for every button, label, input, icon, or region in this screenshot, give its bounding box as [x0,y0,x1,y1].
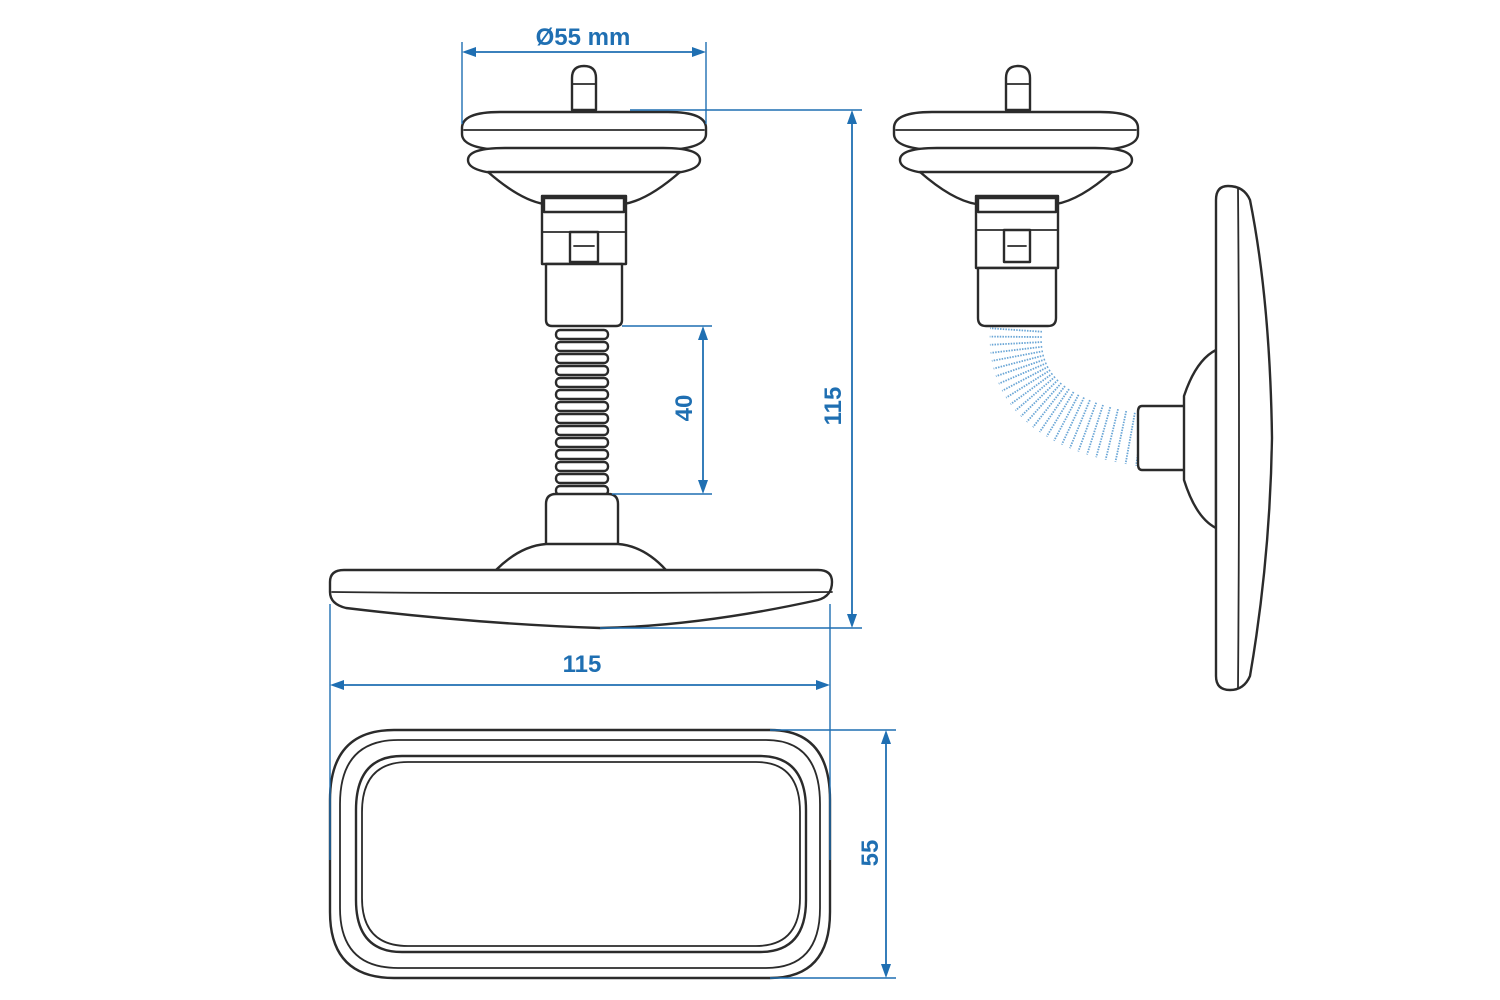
side-gooseneck-coil [1053,394,1080,442]
total-height-label: 115 [820,387,847,426]
side-gooseneck-coil [1005,369,1051,399]
gooseneck-coil [554,448,610,461]
gooseneck-coil [554,424,610,437]
side-gooseneck-coil [1014,376,1056,412]
joint-sleeve [544,262,624,328]
side-gooseneck-coil [1020,379,1059,418]
side-gooseneck-coil [1124,412,1136,465]
side-mirror-body [1214,184,1274,692]
mirror-width-label: 115 [563,651,602,678]
side-gooseneck-coil [1114,410,1128,463]
gooseneck-coil [554,412,610,425]
gooseneck-coil [554,376,610,389]
side-gooseneck-coil [990,345,1043,354]
gooseneck [554,328,610,497]
gooseneck-coil [554,460,610,473]
front-view [328,64,834,630]
neck-length-label: 40 [671,395,698,422]
side-suction-cup-rim [892,110,1140,152]
gooseneck-coil [554,364,610,377]
side-gooseneck-coil [1045,391,1075,437]
side-gooseneck-coil [998,362,1047,385]
diameter-label: Ø55 mm [536,24,631,51]
gooseneck-coil [554,388,610,401]
dimension-lines [329,42,896,979]
joint-knob [568,230,600,264]
mirror-body-top [328,568,834,630]
mirror-face-view [328,728,832,980]
side-gooseneck [989,327,1145,466]
gooseneck-coil [554,328,610,341]
side-gooseneck-coil [1104,408,1119,460]
side-gooseneck-coil [1010,372,1053,405]
side-gooseneck-coil [1038,388,1070,433]
gooseneck-coil [554,472,610,485]
gooseneck-coil [554,340,610,353]
side-gooseneck-coil [989,341,1042,346]
side-gooseneck-coil [1086,404,1104,455]
side-gooseneck-coil [1069,399,1091,449]
side-mirror-mount-base [1182,348,1218,530]
side-gooseneck-coil [1077,402,1098,452]
side-gooseneck-coil [1095,406,1112,458]
side-joint-sleeve [976,266,1058,328]
side-suction-cup-base [898,146,1134,176]
mirror-height-label: 55 [857,840,884,867]
gooseneck-coil [554,352,610,365]
side-gooseneck-coil [991,350,1044,362]
side-gooseneck-coil [993,354,1045,370]
mounting-pin [570,64,598,112]
side-gooseneck-coil [1060,397,1085,445]
gooseneck-coil [554,436,610,449]
side-gooseneck-coil [1032,385,1066,428]
side-gooseneck-coil [995,358,1046,378]
suction-cup-rim [460,110,708,152]
gooseneck-coil [554,400,610,413]
mirror-frame-inner [339,739,821,969]
side-gooseneck-coil [1026,382,1062,423]
side-mirror-collar [1136,404,1188,472]
side-mounting-pin [1004,64,1032,112]
suction-cup-base [466,146,702,176]
side-view [892,64,1274,692]
mirror-mount-base [494,542,668,572]
side-gooseneck-coil [1001,365,1049,392]
mirror-glass [354,754,808,954]
side-gooseneck-coil [989,327,1043,333]
mirror-collar [544,492,620,548]
